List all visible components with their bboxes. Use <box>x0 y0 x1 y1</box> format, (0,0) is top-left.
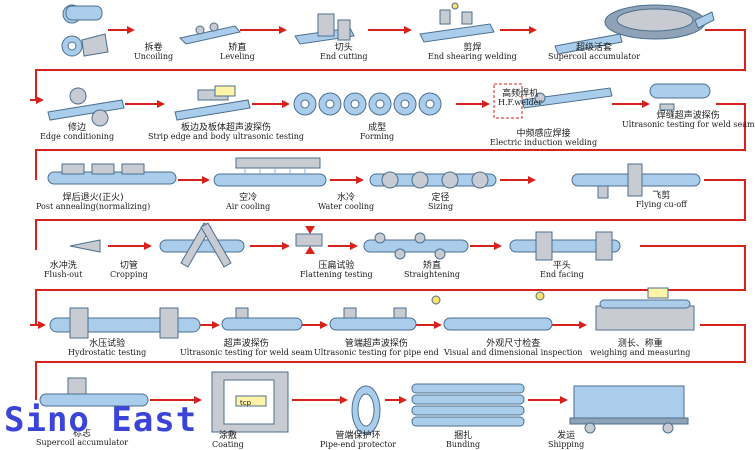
hydrostatic-icon <box>49 307 201 339</box>
brand-watermark: Sino East <box>4 400 198 440</box>
cropping-icon <box>159 222 245 268</box>
step-label-annealing: 焊后退火(正火)Post annealing(normalizing) <box>36 193 151 212</box>
flattening-icon <box>295 226 323 254</box>
annealing-icon <box>47 163 177 185</box>
end-cutter-icon <box>294 13 355 45</box>
edge-conditioner-icon <box>47 87 125 127</box>
pipe-end-ultrasonic-icon <box>329 307 417 331</box>
pipe-end-protector-icon <box>351 385 381 435</box>
leveler-icon <box>178 22 241 45</box>
flush-out-icon <box>69 239 101 253</box>
marking-icon <box>39 377 149 407</box>
shipping-icon <box>569 385 689 434</box>
shear-welder-icon <box>419 2 495 43</box>
air-cooling-icon <box>213 157 327 187</box>
sizing-rolls-icon <box>369 171 497 189</box>
inspection-icon <box>431 291 553 331</box>
weld-ultrasonic-icon <box>649 83 711 111</box>
end-facing-icon <box>509 231 621 261</box>
coating-box-label: tcp <box>240 399 252 407</box>
coil-icon <box>61 4 109 57</box>
seam-ultrasonic-icon <box>221 307 303 331</box>
flying-cutoff-icon <box>571 163 701 199</box>
forming-rolls-icon <box>293 92 442 116</box>
strip-ultrasonic-icon <box>174 85 251 121</box>
hf-welder-icon <box>493 83 613 119</box>
bundle-icon <box>411 383 525 427</box>
weighing-icon <box>595 287 695 331</box>
coating-icon <box>211 371 289 433</box>
straightener-icon <box>363 232 469 260</box>
accumulator-icon <box>554 4 715 55</box>
